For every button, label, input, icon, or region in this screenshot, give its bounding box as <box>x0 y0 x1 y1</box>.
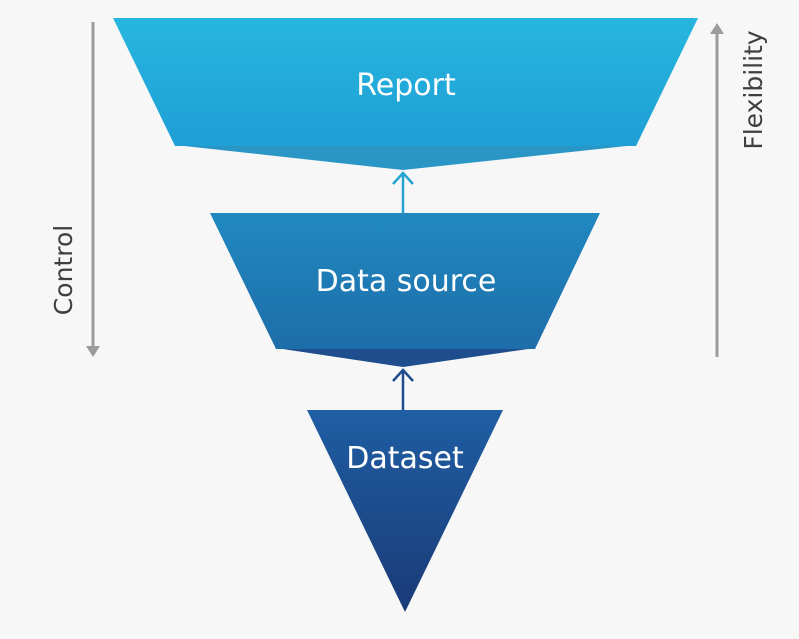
layer-report: Report <box>113 18 698 170</box>
layer-data-source: Data source <box>210 213 600 367</box>
data-source-trapezoid <box>210 213 600 349</box>
report-label: Report <box>356 68 456 103</box>
report-trapezoid <box>113 18 698 146</box>
data-source-tip <box>276 348 535 367</box>
control-arrow-down-icon <box>86 22 100 357</box>
report-tip <box>175 145 636 170</box>
flexibility-label: Flexibility <box>739 30 768 150</box>
flexibility-arrow-up-icon <box>710 23 724 357</box>
dataset-label: Dataset <box>346 441 464 476</box>
control-label: Control <box>49 225 78 315</box>
connector-arrow-up-icon <box>392 368 414 410</box>
data-source-label: Data source <box>316 264 497 299</box>
dataset-triangle <box>307 410 503 612</box>
connector-arrow-up-icon <box>392 171 414 213</box>
layer-dataset: Dataset <box>307 410 503 612</box>
